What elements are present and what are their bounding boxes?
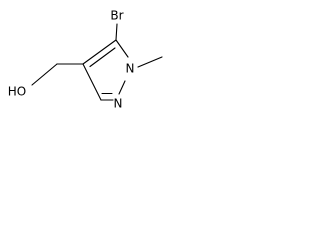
atom-label-oh: HO: [8, 85, 26, 99]
atom-label-n2: N: [114, 97, 123, 111]
atom-label-br: Br: [110, 9, 123, 23]
bond-c4-c5-double: [89, 47, 116, 68]
bond-c4-c5: [82, 39, 117, 65]
bond-c5-br: [115, 23, 118, 41]
bond-c5-n1: [115, 39, 129, 58]
bond-n1-n2: [118, 80, 126, 95]
atom-label-n1: N: [126, 62, 135, 76]
bond-ch2-o: [31, 63, 58, 86]
bond-c3-c4: [82, 63, 102, 101]
bond-n1-methyl: [137, 56, 163, 68]
molecule-structure: Br N N HO: [8, 9, 163, 111]
